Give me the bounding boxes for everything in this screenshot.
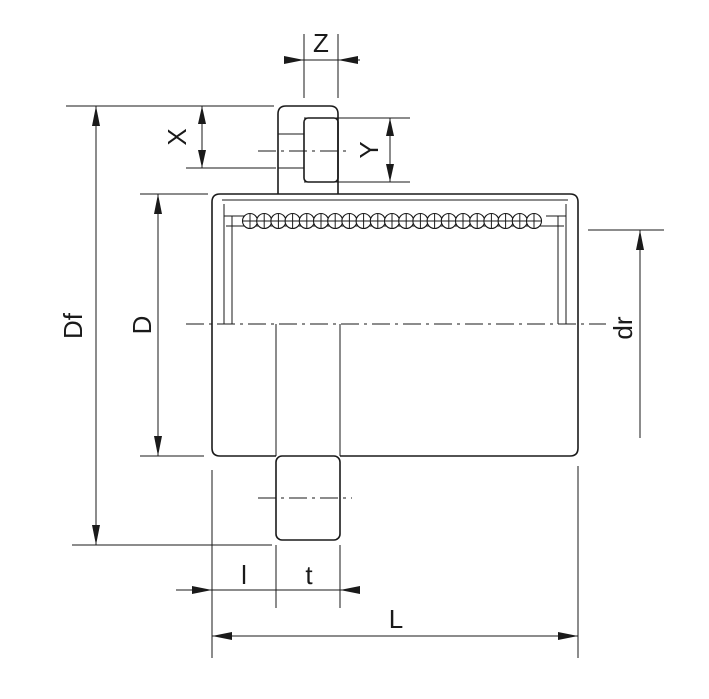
- label-t: t: [305, 560, 313, 590]
- y-arrow-bottom: [386, 164, 394, 182]
- x-arrow-top: [198, 106, 206, 124]
- df-arrow-bottom: [92, 525, 100, 545]
- dimension-lines: [66, 34, 664, 658]
- flange: [258, 105, 352, 541]
- label-z: Z: [313, 28, 329, 58]
- label-df: Df: [58, 312, 88, 339]
- y-arrow-top: [386, 118, 394, 136]
- dr-arrow-top: [636, 230, 644, 250]
- label-d: D: [127, 316, 157, 335]
- df-arrow-top: [92, 106, 100, 126]
- label-dr: dr: [608, 316, 638, 339]
- arrowheads: [92, 56, 644, 640]
- body-lower-outline: [211, 324, 579, 457]
- z-arrow-left: [284, 56, 304, 64]
- z-arrow-right: [338, 56, 358, 64]
- mounting-hole: [303, 117, 339, 183]
- ball-row: [241, 212, 543, 230]
- d-arrow-top: [154, 194, 162, 214]
- label-L: L: [389, 604, 403, 634]
- d-arrow-bottom: [154, 436, 162, 456]
- dimension-labels: Z X Y Df D dr l t L: [58, 28, 638, 634]
- label-y: Y: [354, 141, 384, 158]
- L-arrow-right: [558, 632, 578, 640]
- t-arrow: [340, 586, 360, 594]
- label-l: l: [241, 560, 247, 590]
- l-arrow: [192, 586, 212, 594]
- body-upper-outline: [211, 193, 579, 324]
- L-arrow-left: [212, 632, 232, 640]
- flange-top-tab: [277, 105, 339, 194]
- label-x: X: [162, 128, 192, 145]
- x-arrow-bottom: [198, 150, 206, 168]
- bushing-body: [186, 193, 606, 457]
